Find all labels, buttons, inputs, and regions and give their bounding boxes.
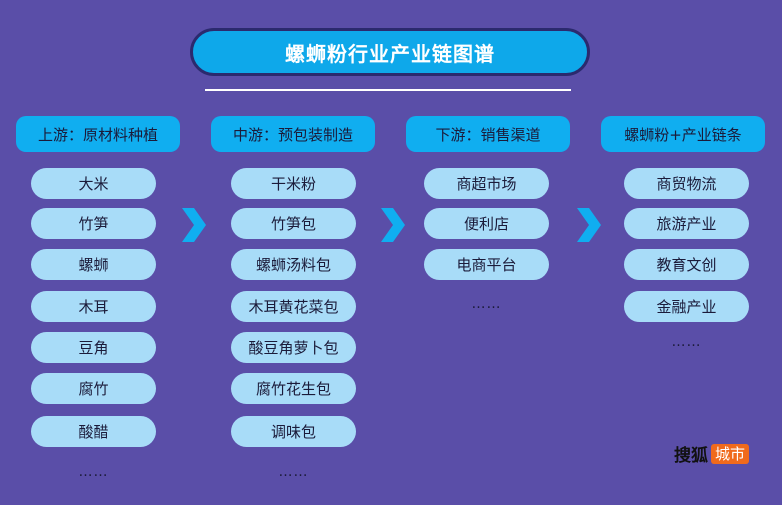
item-downstream-2: 便利店 xyxy=(424,208,549,239)
item-upstream-1: 大米 xyxy=(31,168,156,199)
item-midstream-7: 调味包 xyxy=(231,416,356,447)
column-header-upstream: 上游：原材料种植 xyxy=(16,116,180,152)
item-midstream-6: 腐竹花生包 xyxy=(231,373,356,404)
column-header-extension: 螺蛳粉+产业链条 xyxy=(601,116,765,152)
item-midstream-2: 竹笋包 xyxy=(231,208,356,239)
item-upstream-6: 腐竹 xyxy=(31,373,156,404)
column-extension: 螺蛳粉+产业链条 xyxy=(601,116,765,152)
item-upstream-7: 酸醋 xyxy=(31,416,156,447)
item-midstream-3: 螺蛳汤料包 xyxy=(231,249,356,280)
column-header-midstream: 中游：预包装制造 xyxy=(211,116,375,152)
watermark-logo: 搜狐 城市 xyxy=(674,441,750,466)
watermark-tag: 城市 xyxy=(711,443,750,464)
column-midstream: 中游：预包装制造 xyxy=(211,116,375,152)
more-upstream: …… xyxy=(78,464,109,480)
column-upstream: 上游：原材料种植 xyxy=(16,116,180,152)
chevron-right-icon xyxy=(182,208,206,242)
chevron-right-icon xyxy=(381,208,405,242)
column-downstream: 下游：销售渠道 xyxy=(406,116,570,152)
item-midstream-4: 木耳黄花菜包 xyxy=(231,291,356,322)
more-downstream: …… xyxy=(471,296,502,312)
watermark-brand: 搜狐 xyxy=(674,446,708,466)
column-header-downstream: 下游：销售渠道 xyxy=(406,116,570,152)
item-upstream-5: 豆角 xyxy=(31,332,156,363)
item-upstream-3: 螺蛳 xyxy=(31,249,156,280)
item-extension-4: 金融产业 xyxy=(624,291,749,322)
item-downstream-1: 商超市场 xyxy=(424,168,549,199)
chevron-right-icon xyxy=(577,208,601,242)
item-downstream-3: 电商平台 xyxy=(424,249,549,280)
more-extension: …… xyxy=(671,334,702,350)
item-extension-2: 旅游产业 xyxy=(624,208,749,239)
item-midstream-1: 干米粉 xyxy=(231,168,356,199)
item-midstream-5: 酸豆角萝卜包 xyxy=(231,332,356,363)
item-upstream-2: 竹笋 xyxy=(31,208,156,239)
item-extension-1: 商贸物流 xyxy=(624,168,749,199)
diagram-title: 螺蛳粉行业产业链图谱 xyxy=(190,28,590,76)
item-upstream-4: 木耳 xyxy=(31,291,156,322)
item-extension-3: 教育文创 xyxy=(624,249,749,280)
more-midstream: …… xyxy=(278,464,309,480)
title-underline xyxy=(205,89,571,91)
